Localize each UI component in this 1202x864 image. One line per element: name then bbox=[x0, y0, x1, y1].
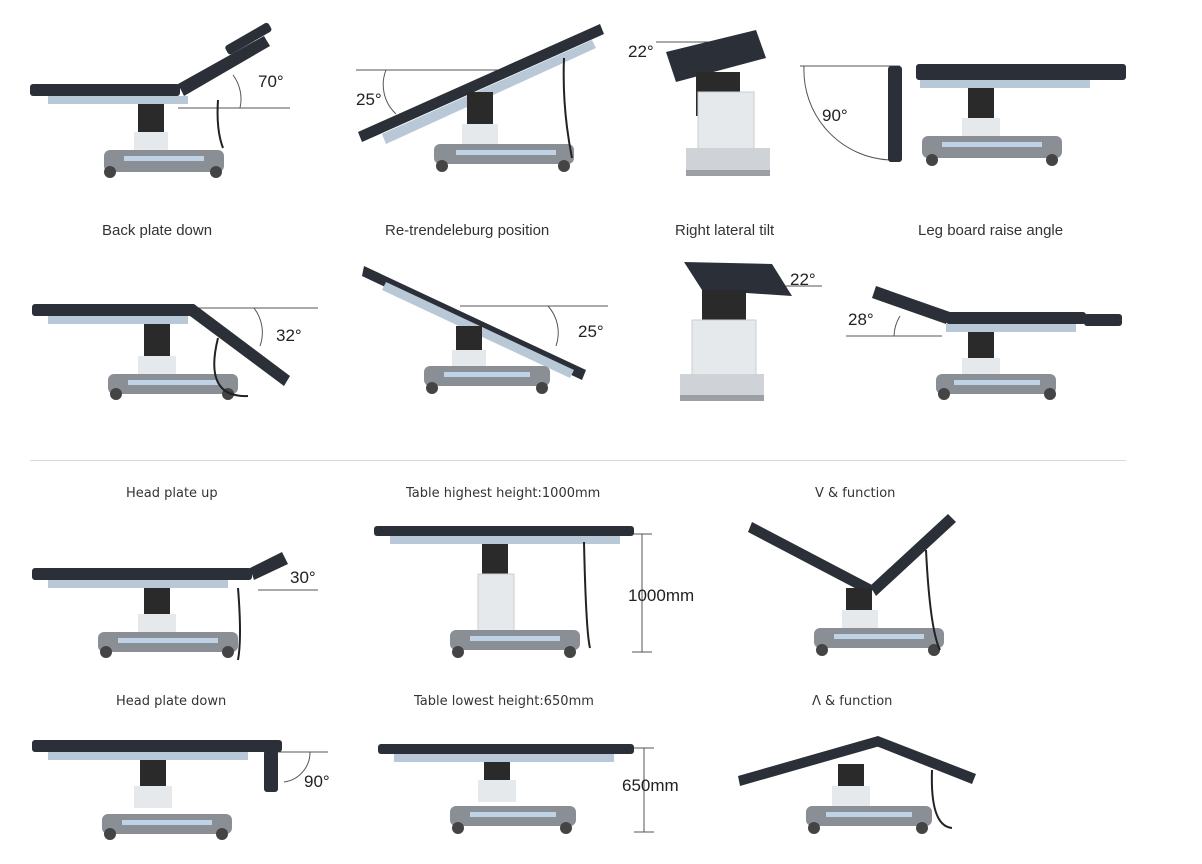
operating-table-illustration bbox=[362, 266, 608, 394]
angle-label: 25° bbox=[356, 90, 382, 109]
table-right-lateral-tilt-top: 22° bbox=[626, 22, 786, 182]
table-lowest-height: 650mm bbox=[374, 742, 694, 842]
operating-table-illustration bbox=[32, 740, 328, 840]
caption-table-lowest-height: Table lowest height:650mm bbox=[414, 694, 594, 709]
angle-label: 70° bbox=[258, 72, 284, 91]
angle-label: 90° bbox=[304, 772, 330, 791]
caption-back-plate-down: Back plate down bbox=[102, 222, 213, 239]
operating-table-illustration bbox=[30, 22, 290, 178]
section-divider bbox=[30, 460, 1126, 461]
operating-table-illustration bbox=[378, 744, 654, 834]
angle-label: 25° bbox=[578, 322, 604, 341]
operating-table-illustration bbox=[800, 64, 1126, 166]
table-lambda-function bbox=[736, 730, 986, 842]
table-trendelenburg-25: 25° bbox=[360, 262, 620, 402]
table-v-function bbox=[748, 510, 970, 665]
caption-head-plate-up: Head plate up bbox=[126, 486, 218, 501]
operating-table-illustration bbox=[656, 30, 770, 176]
caption-table-highest-height: Table highest height:1000mm bbox=[406, 486, 601, 501]
angle-label: 28° bbox=[848, 310, 874, 329]
table-leg-board-raise-90: 90° bbox=[800, 56, 1130, 176]
dimension-label: 1000mm bbox=[628, 586, 695, 605]
operating-table-illustration bbox=[748, 514, 956, 656]
angle-label: 30° bbox=[290, 568, 316, 587]
angle-label: 32° bbox=[276, 326, 302, 345]
caption-right-lateral-tilt: Right lateral tilt bbox=[675, 222, 775, 239]
table-lateral-tilt-bottom: 22° bbox=[672, 250, 832, 405]
table-head-plate-up-30: 30° bbox=[28, 548, 328, 663]
caption-re-trendeleburg: Re-trendeleburg position bbox=[385, 222, 550, 239]
caption-leg-board-raise: Leg board raise angle bbox=[918, 222, 1064, 239]
table-head-plate-down-90: 90° bbox=[28, 736, 338, 848]
operating-table-illustration bbox=[374, 526, 652, 658]
caption-v-function: V & function bbox=[815, 486, 896, 501]
operating-table-illustration bbox=[32, 552, 318, 661]
dimension-label: 650mm bbox=[622, 776, 679, 795]
operating-table-illustration bbox=[846, 286, 1122, 400]
operating-table-illustration bbox=[738, 736, 976, 834]
angle-label: 22° bbox=[628, 42, 654, 61]
caption-lambda-function: Λ & function bbox=[812, 694, 893, 709]
table-highest-height: 1000mm bbox=[370, 522, 710, 662]
table-back-plate-down-70: 70° bbox=[28, 20, 298, 180]
operating-table-illustration bbox=[680, 262, 822, 401]
angle-label: 90° bbox=[822, 106, 848, 125]
angle-label: 22° bbox=[790, 270, 816, 289]
operating-table-illustration bbox=[32, 304, 318, 400]
caption-head-plate-down: Head plate down bbox=[116, 694, 227, 709]
operating-table-illustration bbox=[356, 24, 604, 172]
table-re-trendelenburg-25: 25° bbox=[352, 18, 612, 178]
table-raise-28: 28° bbox=[846, 282, 1126, 402]
table-back-plate-down-32: 32° bbox=[28, 298, 328, 408]
